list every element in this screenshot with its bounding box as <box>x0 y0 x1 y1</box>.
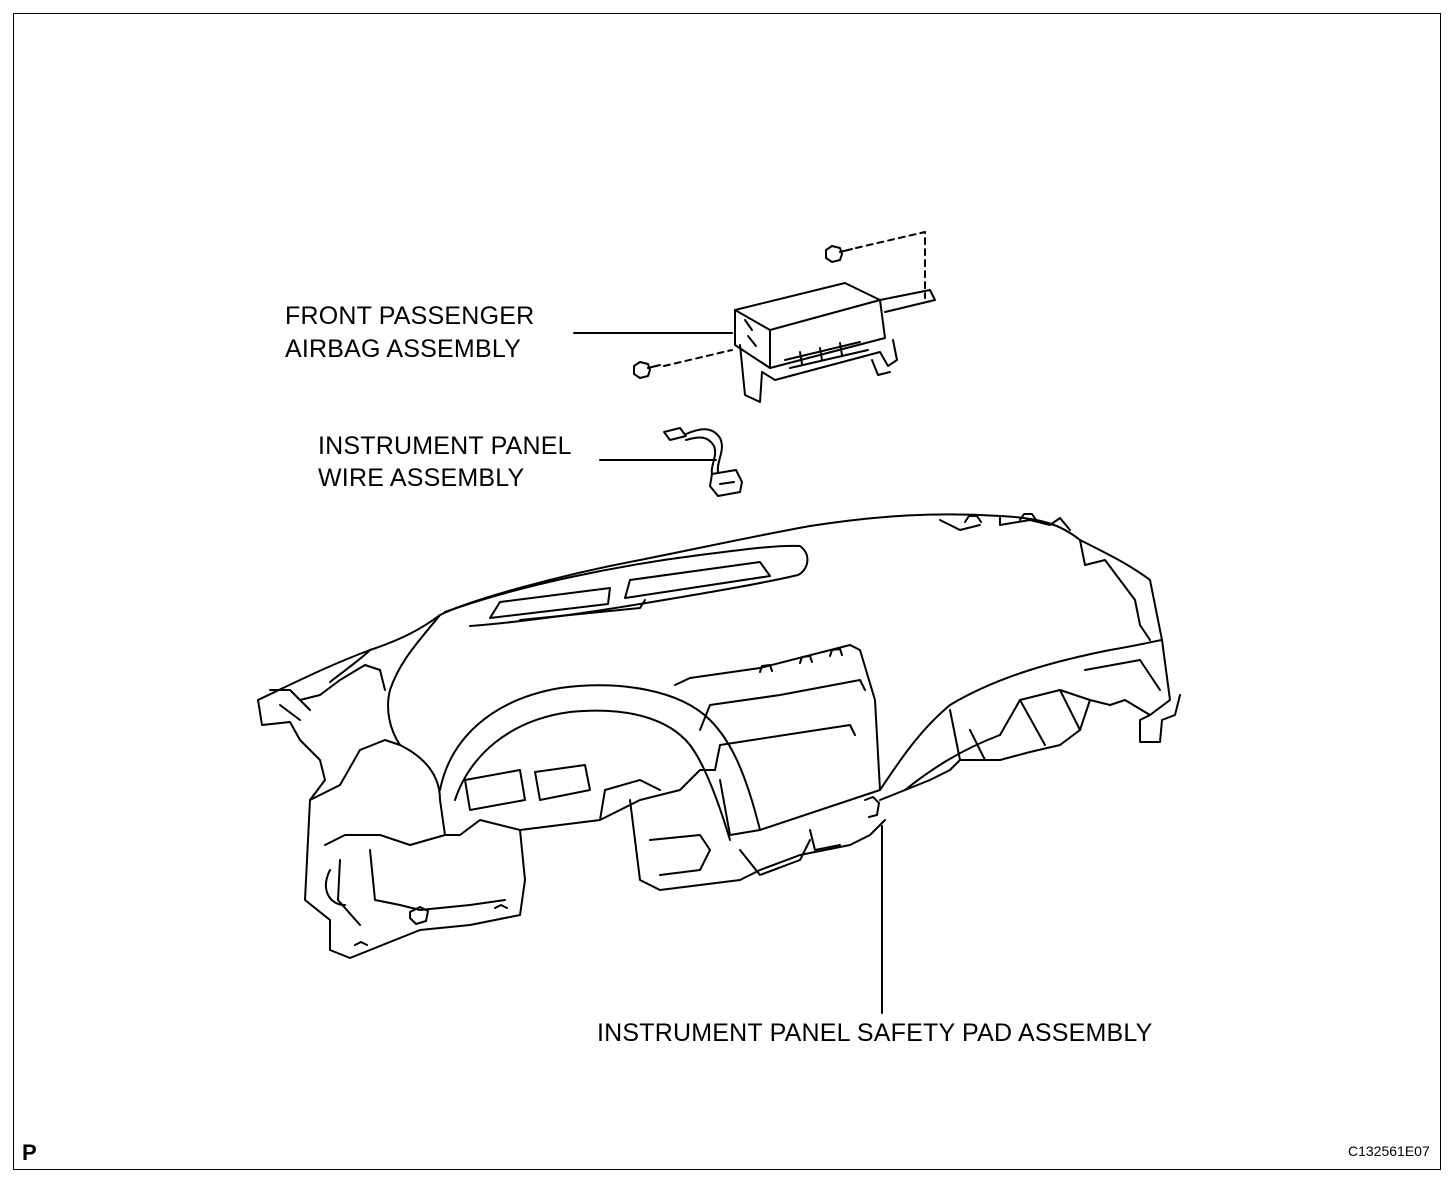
airbag-assembly-drawing <box>734 282 936 403</box>
diagram-frame <box>13 13 1441 1170</box>
corner-mark: P <box>22 1140 37 1165</box>
wire-assembly-drawing <box>663 427 743 497</box>
figure-code: C132561E07 <box>1348 1143 1430 1159</box>
airbag-bolts <box>633 231 926 379</box>
bolt-lower <box>633 361 661 379</box>
safety-pad-label: INSTRUMENT PANEL SAFETY PAD ASSEMBLY <box>597 1019 1153 1047</box>
wire-label-line2: WIRE ASSEMBLY <box>318 464 525 492</box>
leader-lines <box>573 332 883 1014</box>
dashed-install-line-lower <box>663 349 733 367</box>
wire-label-line1: INSTRUMENT PANEL <box>318 432 572 460</box>
safety-pad-drawing <box>257 513 1181 959</box>
airbag-label-line1: FRONT PASSENGER <box>285 302 535 330</box>
airbag-label-line2: AIRBAG ASSEMBLY <box>285 335 521 363</box>
bolt-upper <box>825 245 853 263</box>
dashed-install-line-upper <box>855 231 926 299</box>
